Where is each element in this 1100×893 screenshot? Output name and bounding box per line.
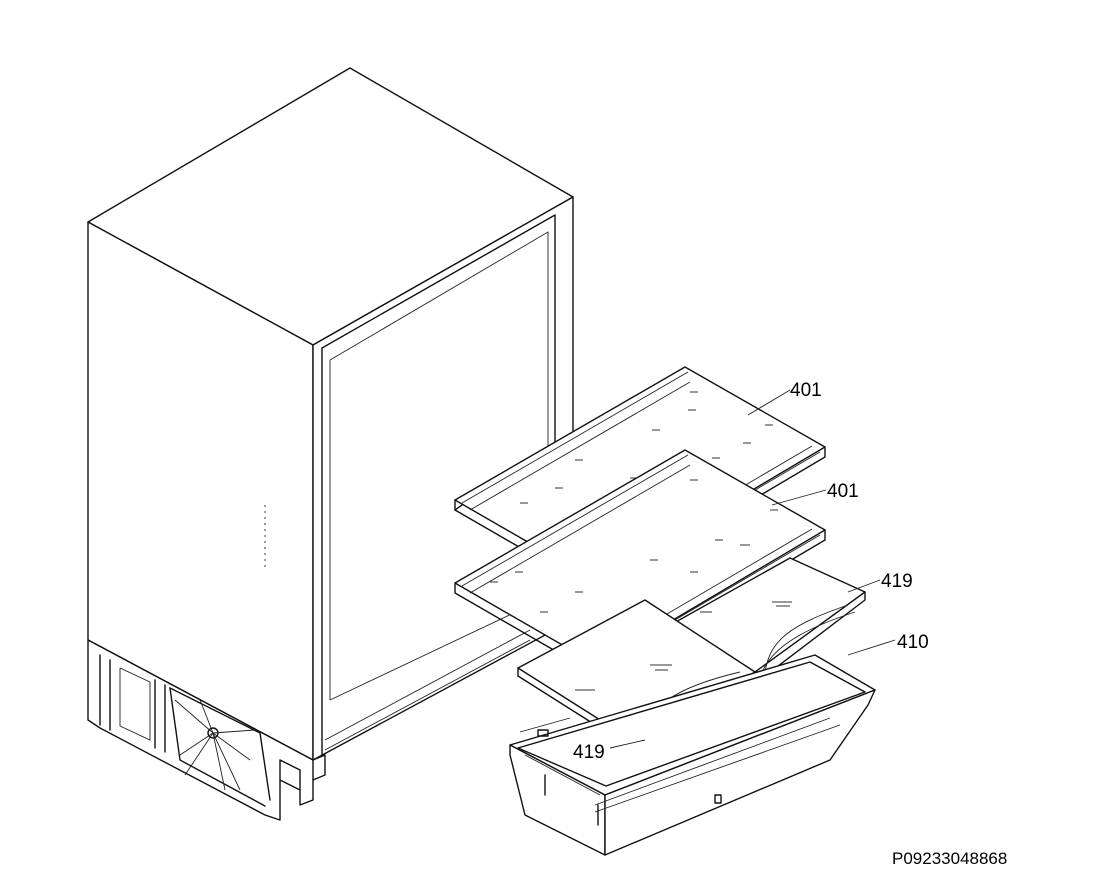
crisper-drawer	[509, 654, 876, 856]
drawing-code: P09233048868	[892, 849, 1007, 868]
leader-lines	[609, 389, 896, 749]
refrigerator-cabinet	[87, 67, 574, 761]
callout-cover-right: 419	[881, 571, 913, 592]
callout-shelf-upper: 401	[790, 380, 822, 401]
callout-cover-left: 419	[573, 742, 605, 763]
callout-drawer: 410	[897, 632, 929, 653]
callout-shelf-lower: 401	[827, 481, 859, 502]
cabinet-base-plinth	[87, 639, 326, 821]
